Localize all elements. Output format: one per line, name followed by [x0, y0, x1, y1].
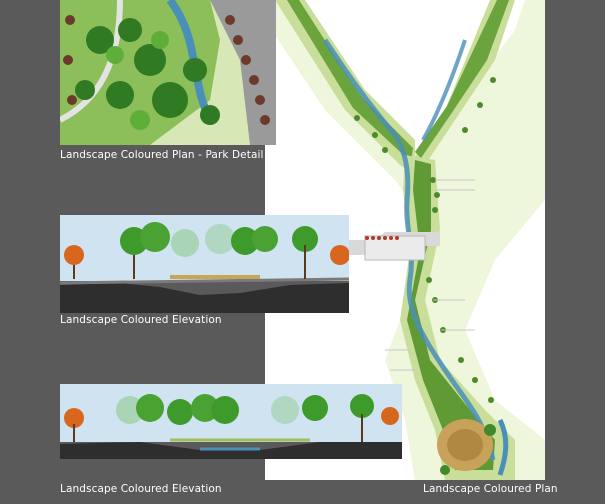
- elevation-2-caption: Landscape Coloured Elevation: [60, 483, 222, 495]
- landscape-coloured-plan: [265, 0, 545, 480]
- plan-caption: Landscape Coloured Plan: [423, 483, 558, 495]
- park-detail-plan-image: [60, 0, 276, 145]
- park-detail-caption: Landscape Coloured Plan - Park Detail: [60, 149, 264, 161]
- elevation-1-caption: Landscape Coloured Elevation: [60, 314, 222, 326]
- coloured-elevation-image-2: [60, 384, 402, 459]
- coloured-elevation-image-1: [60, 215, 349, 313]
